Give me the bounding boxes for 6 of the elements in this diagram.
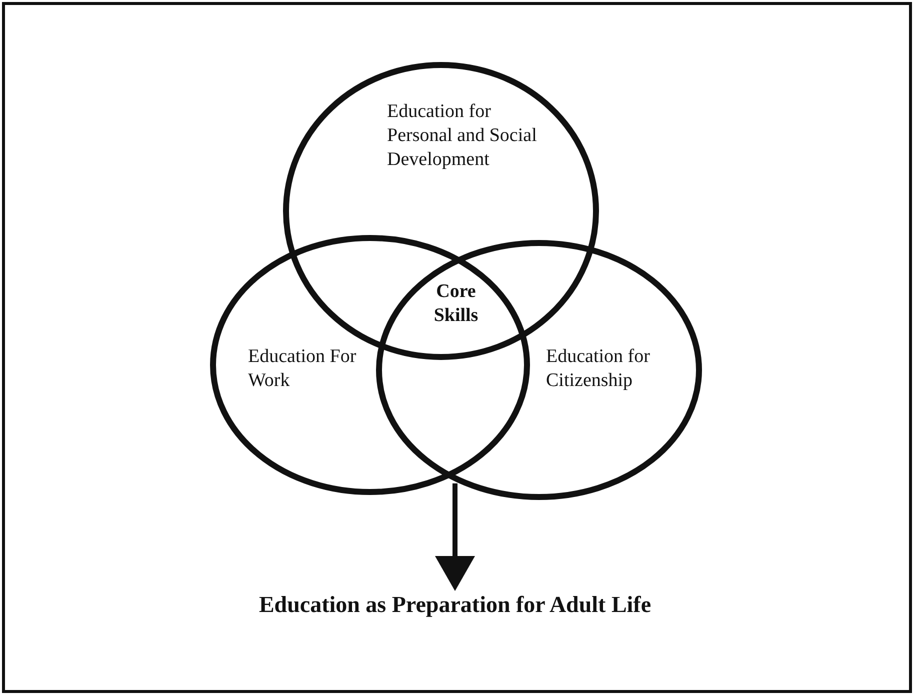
outcome-title: Education as Preparation for Adult Life bbox=[200, 588, 710, 622]
arrow bbox=[435, 483, 475, 591]
overlap-label: Core Skills bbox=[432, 280, 480, 328]
circle-label: Education for Personal and Social Development bbox=[387, 100, 538, 172]
circle-label: Education For Work bbox=[248, 345, 358, 393]
circle-label: Education for Citizenship bbox=[546, 345, 651, 393]
